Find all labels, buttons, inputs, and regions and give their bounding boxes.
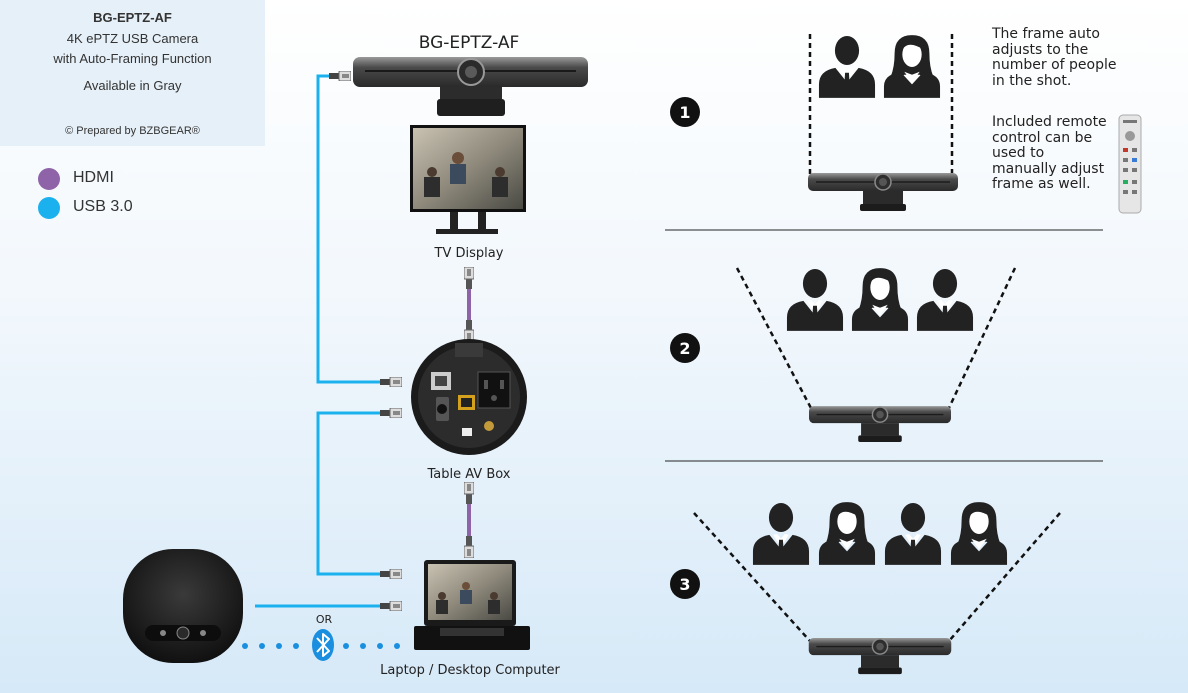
legend-hdmi-label: HDMI	[73, 169, 114, 186]
description-line-1: 4K ePTZ USB Camera	[66, 31, 199, 46]
hdmi-plug-avbox-top	[464, 320, 474, 342]
note-line: The frame auto	[992, 26, 1100, 42]
tv-label: TV Display	[434, 246, 504, 261]
legend-usb-swatch	[38, 197, 60, 219]
camera-scene-3	[808, 638, 952, 675]
camera-label: BG-EPTZ-AF	[419, 33, 520, 53]
note-line: number of people	[992, 57, 1117, 73]
scene-2	[735, 267, 1017, 443]
bluetooth-icon	[312, 629, 334, 661]
camera-scene-1	[808, 173, 958, 212]
hdmi-plug-avbox-bottom	[464, 482, 474, 504]
scene-1	[808, 34, 958, 212]
note-line: adjusts to the	[992, 41, 1089, 58]
step-number-1: 1	[679, 103, 690, 122]
hdmi-plug-computer	[464, 536, 474, 558]
prepared-by: © Prepared by BZBGEAR®	[65, 125, 200, 137]
legend-hdmi-swatch	[38, 168, 60, 190]
woman-icon	[950, 502, 1008, 565]
step-number-2: 2	[679, 339, 690, 358]
step-badge-1: 1	[670, 97, 700, 127]
hdmi-plug-tv	[464, 267, 474, 289]
tv-display	[410, 125, 526, 234]
table-av-box	[411, 339, 527, 455]
note-line: manually adjust	[992, 160, 1105, 177]
info-box: BG-EPTZ-AF 4K ePTZ USB Camera with Auto-…	[0, 0, 265, 146]
step-badge-3: 3	[670, 569, 700, 599]
note-line: control can be	[992, 129, 1093, 146]
man-icon	[818, 36, 876, 98]
laptop	[414, 560, 530, 650]
step-number-3: 3	[679, 575, 690, 594]
woman-icon	[818, 502, 876, 565]
usb-cable-avbox-to-computer	[316, 411, 380, 576]
note-line: in the shot.	[992, 72, 1072, 89]
description-line-2: with Auto-Framing Function	[53, 51, 212, 66]
usb-plug-camera	[329, 71, 351, 81]
step-badge-2: 2	[670, 333, 700, 363]
note-line: used to	[992, 145, 1045, 161]
woman-icon	[883, 35, 941, 98]
remote-control-icon	[1118, 114, 1142, 214]
speakerphone	[123, 549, 243, 663]
usb-plug-computer-bottom	[380, 601, 402, 611]
note-line: frame as well.	[992, 176, 1091, 192]
availability: Available in Gray	[83, 78, 182, 93]
man-icon	[884, 503, 942, 565]
man-icon	[916, 269, 974, 331]
usb-cable-camera-to-avbox	[316, 74, 380, 384]
scene-3	[693, 502, 1061, 675]
man-icon	[752, 503, 810, 565]
model-name: BG-EPTZ-AF	[93, 10, 172, 25]
main-camera	[353, 57, 588, 116]
remote-note: Included remote control can be used to m…	[992, 114, 1107, 193]
camera-scene-2	[809, 406, 951, 443]
woman-icon	[851, 268, 909, 331]
usb-plug-avbox-bottom	[380, 408, 402, 418]
frame-auto-note: The frame auto adjusts to the number of …	[992, 26, 1117, 89]
usb-plug-computer-top	[380, 569, 402, 579]
note-line: Included remote	[992, 114, 1107, 130]
avbox-label: Table AV Box	[426, 467, 510, 482]
legend-usb-label: USB 3.0	[73, 198, 133, 215]
man-icon	[786, 269, 844, 331]
bluetooth-link	[242, 643, 400, 649]
computer-label: Laptop / Desktop Computer	[380, 663, 560, 678]
or-label: OR	[316, 613, 333, 626]
usb-plug-avbox-top	[380, 377, 402, 387]
